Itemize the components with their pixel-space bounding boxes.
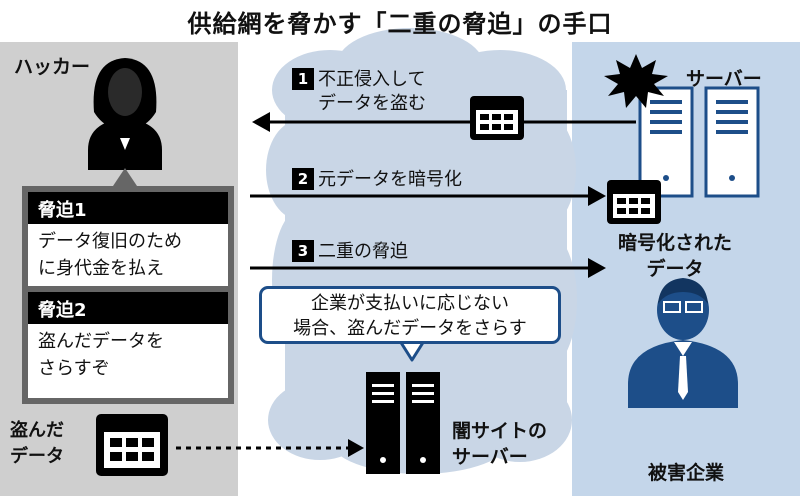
threat-1-text: データ復旧のため に身代金を払え (28, 224, 228, 286)
threat-2-text: 盗んだデータを さらすぞ (28, 324, 228, 398)
hacker-label: ハッカー (14, 56, 91, 78)
leak-callout: 企業が支払いに応じない 場合、盗んだデータをさらす (259, 286, 561, 344)
threat-2-heading: 脅迫2 (28, 292, 228, 324)
step-number: 1 (292, 68, 314, 90)
hacker-icon (88, 58, 162, 170)
threat-box: 脅迫1 データ復旧のため に身代金を払え 脅迫2 盗んだデータを さらすぞ (22, 186, 234, 404)
page-title: 供給網を脅かす「二重の脅迫」の手口 (187, 10, 613, 38)
step-number: 3 (292, 240, 314, 262)
encrypted-data-icon (607, 180, 661, 224)
server-label: サーバー (686, 68, 762, 90)
stolen-data-label: 盗んだ データ (10, 420, 64, 467)
threat-1-heading: 脅迫1 (28, 192, 228, 224)
encrypted-data-label: 暗号化された データ (617, 232, 732, 280)
dark-web-server-icon (366, 372, 440, 474)
victim-server-icon (638, 86, 760, 198)
victim-person-icon (628, 278, 738, 408)
step-number: 2 (292, 168, 314, 190)
speech-pointer (113, 168, 137, 186)
breach-burst-icon (604, 54, 668, 108)
dark-web-server-label: 闇サイトの サーバー (452, 420, 548, 468)
leaked-data-icon (96, 414, 168, 476)
victim-label: 被害企業 (647, 462, 724, 484)
stolen-data-icon (470, 96, 524, 140)
